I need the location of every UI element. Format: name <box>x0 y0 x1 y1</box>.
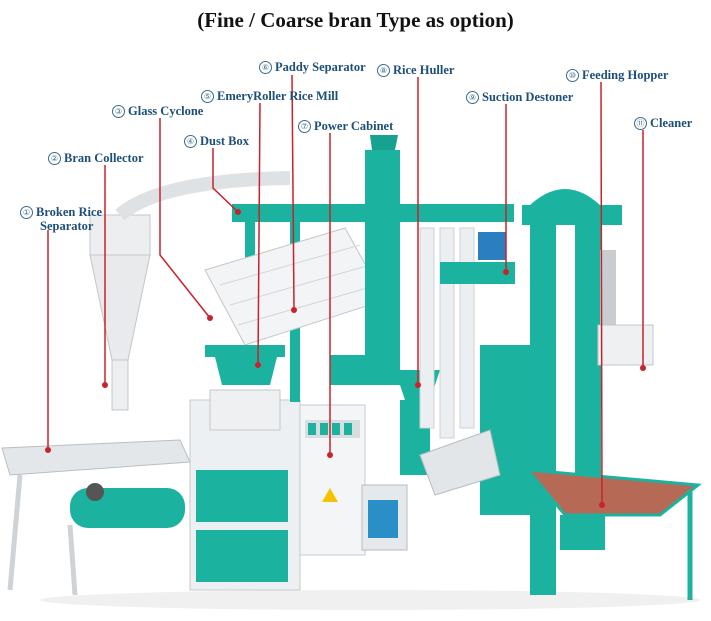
label-text: Power Cabinet <box>314 119 394 133</box>
label-number: ③ <box>112 105 125 118</box>
suction-destoner-shape <box>419 232 535 515</box>
label-number: ① <box>20 206 33 219</box>
label-number: ⑦ <box>298 120 311 133</box>
label-number: ⑨ <box>466 91 479 104</box>
label-text: Paddy Separator <box>275 60 366 74</box>
main-cabinet-shape <box>189 399 408 591</box>
leader-line-4 <box>212 148 239 213</box>
label-text: Dust Box <box>200 134 249 148</box>
label-text: Broken Rice <box>36 205 103 219</box>
label-text: Feeding Hopper <box>582 68 669 82</box>
floor-shadow <box>40 590 700 610</box>
leader-line-3 <box>159 118 211 319</box>
label-text: Glass Cyclone <box>128 104 204 118</box>
cleaner-shape <box>597 250 654 366</box>
label-number: ④ <box>184 135 197 148</box>
label-text: EmeryRoller Rice Mill <box>217 89 339 103</box>
label-number: ⑤ <box>201 90 214 103</box>
rice-mill-shape <box>205 345 285 431</box>
label-number: ⑪ <box>634 117 647 130</box>
label-text: Cleaner <box>650 116 693 130</box>
label-number: ⑩ <box>566 69 579 82</box>
leader-lines <box>47 74 644 506</box>
label-number: ⑧ <box>377 64 390 77</box>
diagram-title: (Fine / Coarse bran Type as option) <box>197 8 514 32</box>
label-text: Rice Huller <box>393 63 455 77</box>
label-number: ⑥ <box>259 61 272 74</box>
leader-dots <box>45 209 646 508</box>
label-text: Suction Destoner <box>482 90 574 104</box>
leader-line-5 <box>257 102 261 366</box>
white-pipes-shape <box>419 227 475 439</box>
feeding-hopper-shape <box>522 189 702 600</box>
broken-rice-separator-shape <box>1 439 191 596</box>
paddy-separator-shape <box>204 227 386 346</box>
label-number: ② <box>48 152 61 165</box>
label-text-line2: Separator <box>40 219 94 233</box>
leader-line-6 <box>291 74 295 311</box>
label-text: Bran Collector <box>64 151 144 165</box>
leader-line-10 <box>600 81 603 506</box>
